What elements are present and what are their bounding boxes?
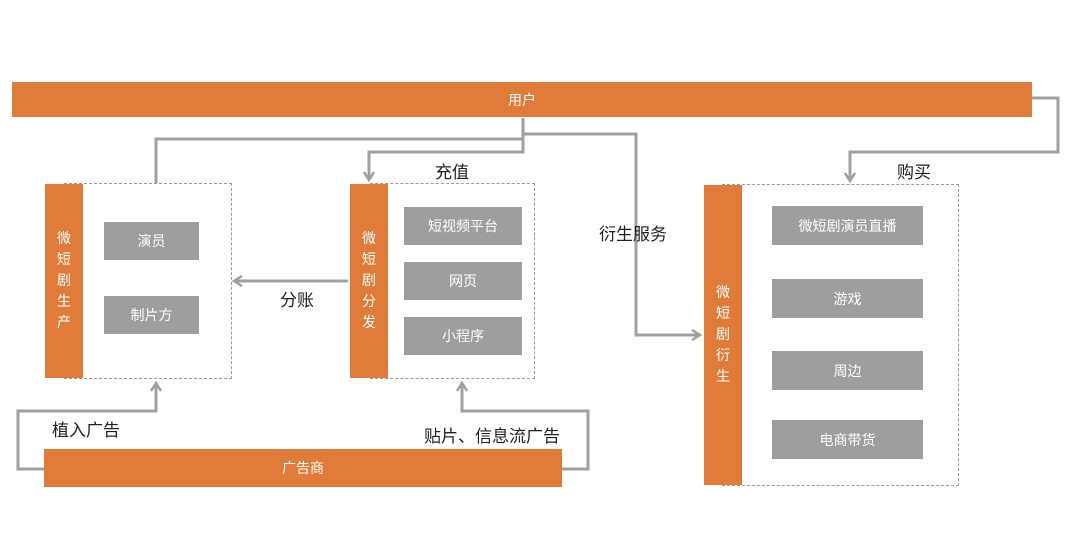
ad-to-production-line (16, 383, 156, 471)
derivative-service-label: 衍生服务 (599, 225, 667, 245)
derivative-item-ecommerce: 电商带货 (772, 420, 923, 459)
advertiser-bar-label: 广告商 (282, 461, 324, 477)
distribution-item-mini-program: 小程序 (404, 317, 522, 355)
derivative-item-label: 电商带货 (819, 432, 876, 449)
purchase-label: 购买 (897, 163, 931, 183)
derivative-item-label: 微短剧演员直播 (798, 218, 897, 235)
production-item-producer: 制片方 (104, 296, 199, 334)
production-group (64, 183, 232, 379)
distribution-title-char: 发 (362, 314, 376, 331)
derivative-item-merch: 周边 (772, 351, 923, 390)
distribution-item-label: 网页 (449, 274, 477, 290)
user-purchase-line (850, 96, 1060, 181)
derivative-title-bar: 微 短 剧 衍 生 (704, 185, 742, 485)
advertiser-bar: 广告商 (44, 449, 562, 487)
production-title-char: 微 (57, 230, 71, 247)
distribution-title-char: 剧 (362, 272, 376, 289)
distribution-item-webpage: 网页 (404, 262, 522, 300)
production-title-char: 生 (57, 293, 71, 310)
ad-to-distribution-line (462, 383, 590, 471)
production-title-char: 剧 (57, 272, 71, 289)
derivative-title-char: 微 (716, 284, 730, 301)
user-to-derivative-line (523, 132, 700, 335)
production-item-actor: 演员 (104, 222, 199, 260)
derivative-title-char: 生 (716, 368, 730, 385)
derivative-title-char: 剧 (716, 326, 730, 343)
recharge-label: 充值 (435, 163, 469, 183)
distribution-item-short-video: 短视频平台 (404, 207, 522, 245)
derivative-item-actor-live: 微短剧演员直播 (772, 206, 923, 245)
derivative-item-game: 游戏 (772, 279, 923, 318)
user-bar-label: 用户 (508, 92, 536, 109)
production-title-bar: 微 短 剧 生 产 (45, 184, 83, 378)
product-placement-label: 植入广告 (52, 421, 120, 441)
derivative-item-label: 游戏 (833, 291, 862, 308)
revenue-share-label: 分账 (280, 291, 314, 311)
derivative-title-char: 短 (716, 305, 730, 322)
distribution-item-label: 小程序 (442, 329, 484, 345)
derivative-item-label: 周边 (833, 363, 862, 380)
production-title-char: 短 (57, 251, 71, 268)
production-title-char: 产 (57, 314, 71, 331)
distribution-title-char: 短 (362, 251, 376, 268)
distribution-title-char: 微 (362, 230, 376, 247)
distribution-item-label: 短视频平台 (428, 219, 498, 235)
derivative-title-char: 衍 (716, 347, 730, 364)
patch-feed-ads-label: 贴片、信息流广告 (424, 427, 560, 447)
distribution-title-char: 分 (362, 293, 376, 310)
user-bar: 用户 (12, 82, 1032, 117)
production-item-label: 制片方 (130, 308, 173, 324)
distribution-title-bar: 微 短 剧 分 发 (350, 184, 388, 378)
production-item-label: 演员 (137, 234, 166, 250)
